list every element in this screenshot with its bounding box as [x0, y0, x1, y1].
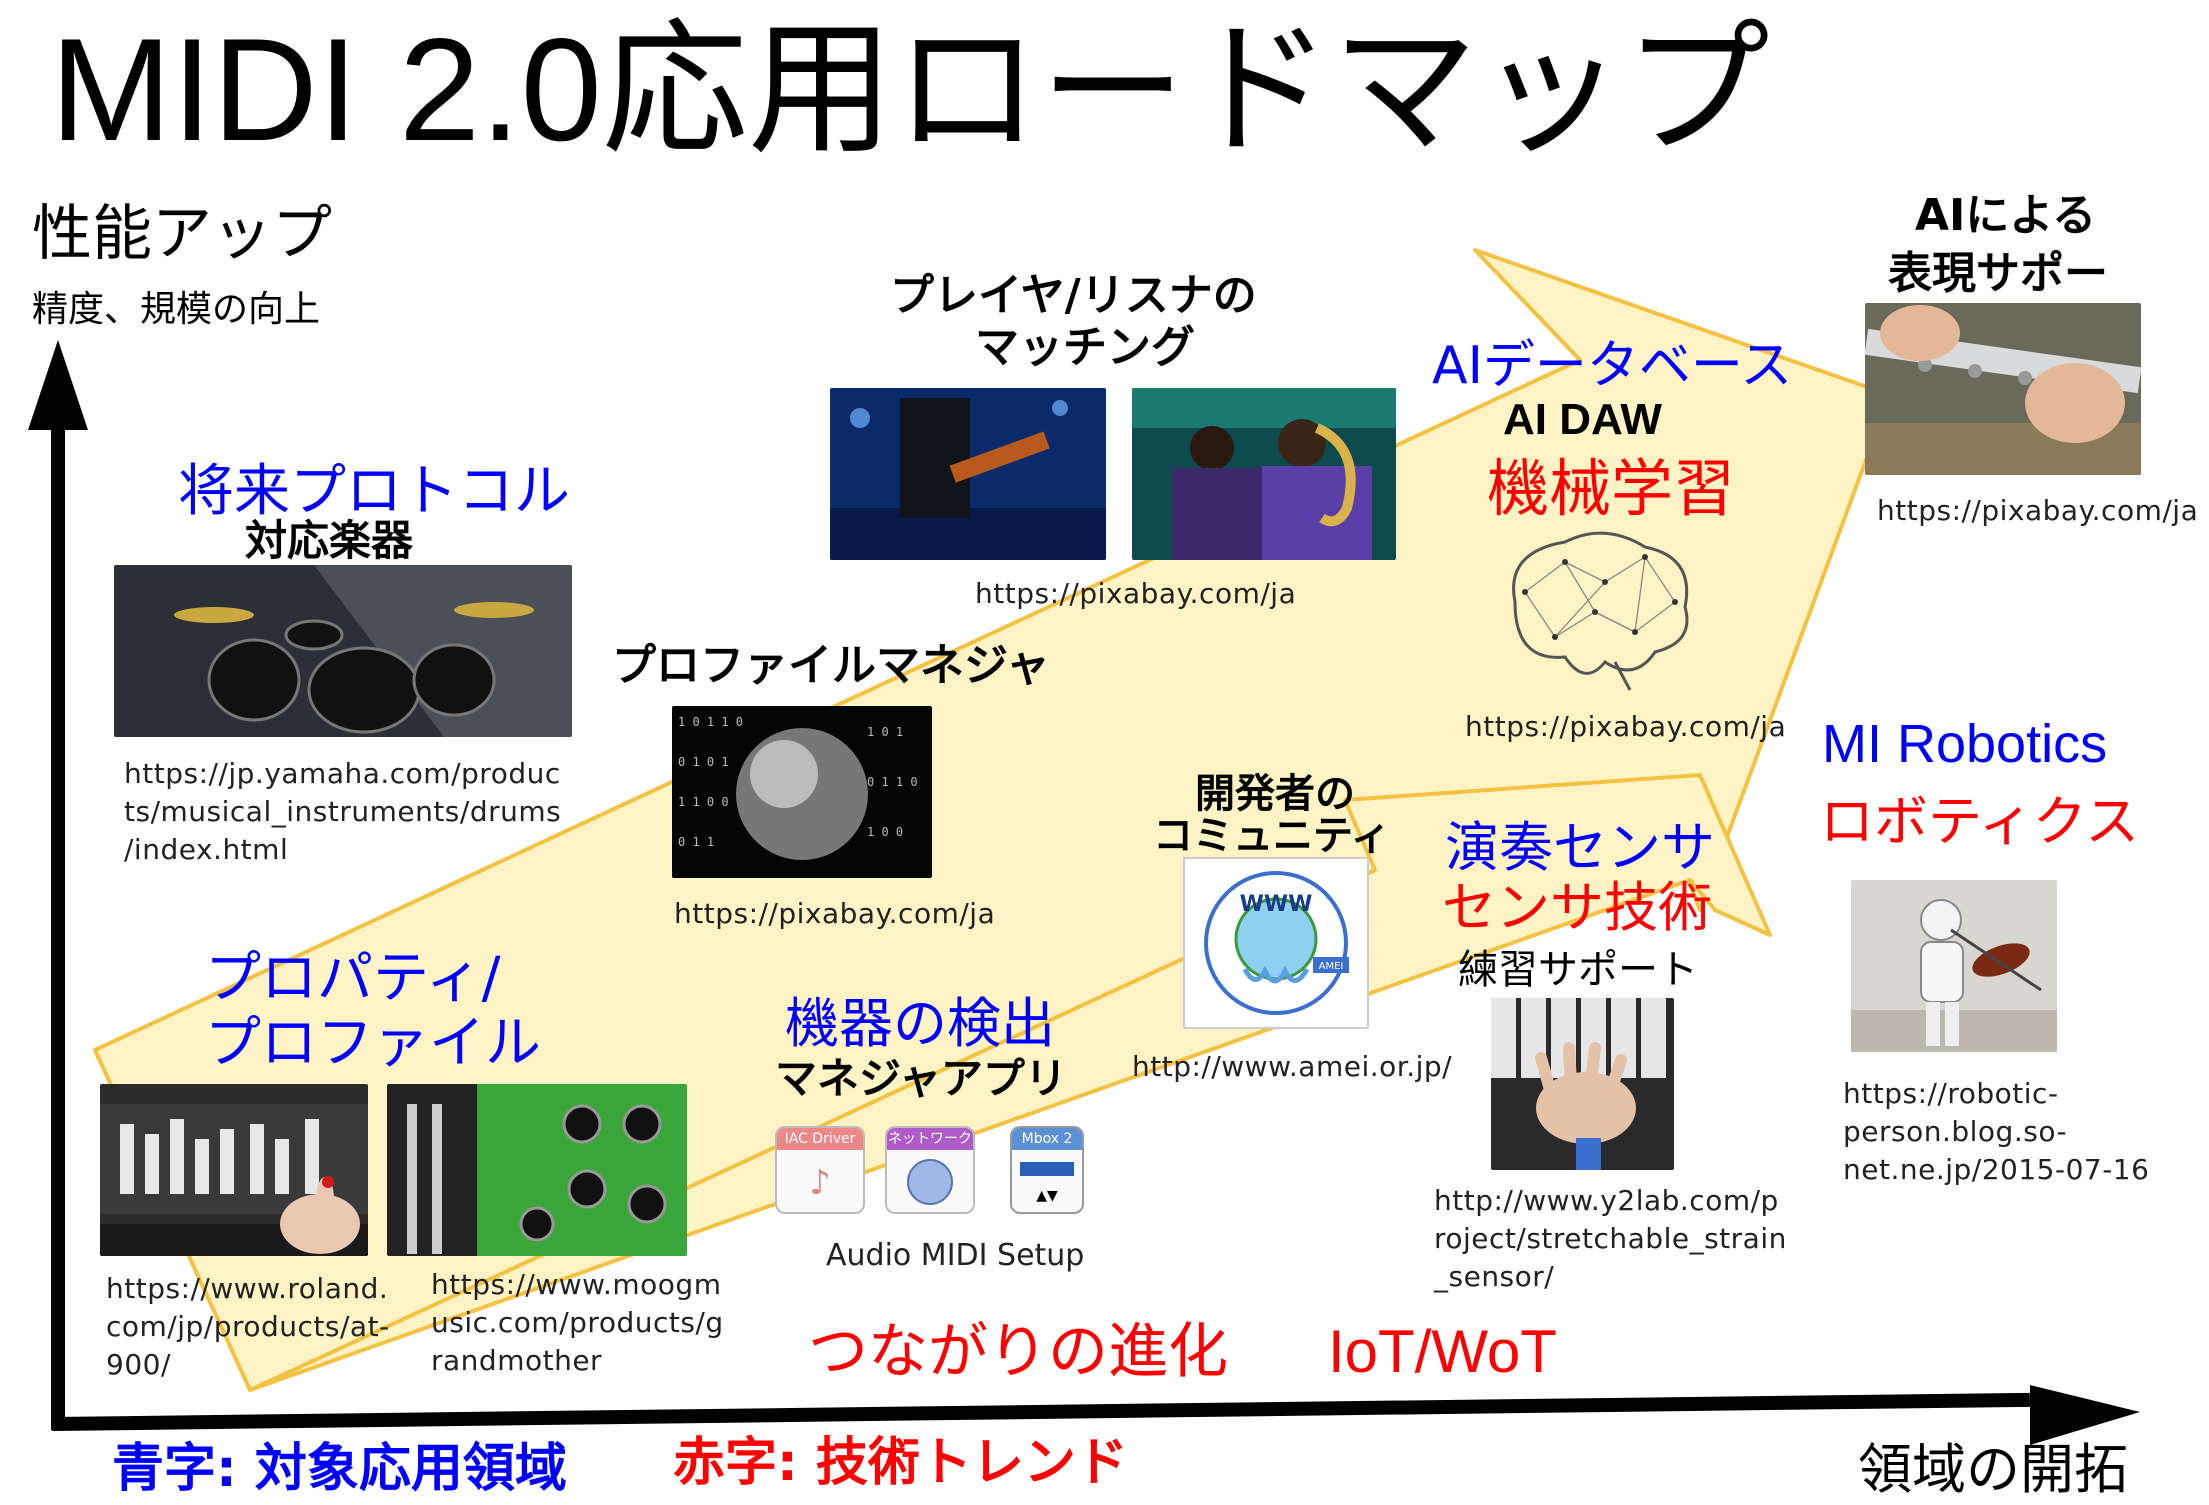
community-url[interactable]: http://www.amei.or.jp/ — [1132, 1050, 1453, 1083]
svg-text:♪: ♪ — [809, 1163, 831, 1203]
svg-text:1 0 1: 1 0 1 — [867, 725, 903, 739]
page-title: MIDI 2.0応用ロードマップ — [50, 8, 1770, 171]
sensor-url[interactable]: http://www.y2lab.com/p roject/stretchabl… — [1434, 1184, 1787, 1293]
protocol-url-yamaha[interactable]: https://jp.yamaha.com/produc ts/musical_… — [124, 757, 562, 866]
property-url-moog[interactable]: https://www.moogm usic.com/products/g ra… — [431, 1268, 724, 1377]
ai-db-url[interactable]: https://pixabay.com/ja — [1465, 710, 1787, 743]
protocol-label-line2: 対応楽器 — [245, 516, 414, 565]
community-label-line1: 開発者の — [1195, 771, 1355, 817]
ai-db-label-line1: AIデータベース — [1432, 336, 1793, 396]
sensor-label-line3: 練習サポート — [1458, 947, 1698, 993]
y-axis-label: 性能アップ — [32, 199, 332, 269]
violin-robot-photo — [1851, 880, 2057, 1052]
legend-red: 赤字: 技術トレンド — [673, 1433, 1128, 1493]
matching-label-line2: マッチング — [975, 322, 1195, 373]
sensor-label-line2: センサ技術 — [1442, 876, 1712, 939]
amei-logo: WWW AMEI — [1183, 857, 1369, 1029]
organ-panel-photo — [100, 1084, 368, 1256]
robotics-label-line2: ロボティクス — [1820, 790, 2140, 853]
property-url-roland[interactable]: https://www.roland. com/jp/products/at- … — [106, 1272, 390, 1381]
robotics-label-line1: MI Robotics — [1822, 714, 2108, 774]
ai-db-label-line2: AI DAW — [1503, 395, 1662, 444]
trend-label-connection: つながりの進化 — [808, 1317, 1228, 1387]
matrix-globe-photo: 1 0 1 1 0 0 1 0 1 1 1 0 0 1 0 1 1 1 0 1 0 1 … — [672, 706, 932, 878]
drum-kit-photo — [114, 565, 572, 737]
x-axis-line — [51, 1392, 2030, 1431]
iac-driver-icon: IAC Driver ♪ — [775, 1126, 865, 1214]
guitarist-photo — [830, 388, 1106, 560]
svg-text:1 0 0: 1 0 0 — [867, 825, 903, 839]
sensor-glove-photo — [1491, 998, 1674, 1170]
matching-url[interactable]: https://pixabay.com/ja — [975, 577, 1297, 610]
svg-text:1 0 1 1 0: 1 0 1 1 0 — [678, 715, 743, 729]
y-axis-sublabel: 精度、規模の向上 — [32, 289, 321, 330]
robotics-url[interactable]: https://robotic- person.blog.so- net.ne.… — [1843, 1077, 2150, 1186]
property-label-line2: プロファイル — [205, 1011, 541, 1076]
svg-text:AMEI: AMEI — [1319, 961, 1344, 972]
svg-text:0 1 0 1: 0 1 0 1 — [678, 755, 729, 769]
legend-blue: 青字: 対象応用領域 — [112, 1439, 567, 1499]
profile-mgr-label: プロファイルマネジャ — [612, 640, 1050, 691]
ai-expr-label-line1: AIによる — [1915, 190, 2097, 241]
property-label-line1: プロパティ/ — [205, 946, 501, 1011]
saxophonist-photo — [1132, 388, 1396, 560]
svg-text:1 1 0 0 1: 1 1 0 0 1 — [678, 795, 743, 809]
trend-label-iot: IoT/WoT — [1328, 1318, 1557, 1385]
detect-label-line2: マネジャアプリ — [775, 1054, 1067, 1103]
midi-setup-icons: IAC Driver ♪ ネットワーク Mbox 2 ▲▼ — [770, 1108, 1090, 1238]
ai-expr-label-line2: 表現サポー — [1888, 248, 2108, 299]
ai-expr-url[interactable]: https://pixabay.com/ja — [1877, 494, 2199, 527]
profile-mgr-url[interactable]: https://pixabay.com/ja — [674, 897, 996, 930]
network-icon: ネットワーク — [885, 1126, 975, 1214]
matching-label-line1: プレイヤ/リスナの — [890, 270, 1257, 321]
x-axis-arrowhead — [2030, 1385, 2140, 1445]
svg-text:0 1 1: 0 1 1 — [678, 835, 714, 849]
flute-photo — [1865, 303, 2141, 475]
detect-caption: Audio MIDI Setup — [826, 1238, 1085, 1273]
detect-label-line1: 機器の検出 — [785, 992, 1055, 1055]
neural-brain-image — [1485, 522, 1705, 692]
svg-text:WWW: WWW — [1240, 892, 1313, 917]
y-axis-arrowhead — [28, 340, 88, 430]
sensor-label-line1: 演奏センサ — [1445, 816, 1715, 879]
synth-board-photo — [387, 1084, 687, 1256]
mbox-icon: Mbox 2 ▲▼ — [1010, 1126, 1084, 1214]
x-axis-label: 領域の開拓 — [1858, 1438, 2128, 1501]
protocol-label-line1: 将来プロトコル — [178, 459, 570, 524]
svg-text:▲▼: ▲▼ — [1036, 1188, 1058, 1204]
ai-db-label-line3: 機械学習 — [1487, 452, 1736, 525]
svg-text:0 1 1 0: 0 1 1 0 — [867, 775, 918, 789]
community-label-line2: コミュニティ — [1153, 813, 1391, 859]
